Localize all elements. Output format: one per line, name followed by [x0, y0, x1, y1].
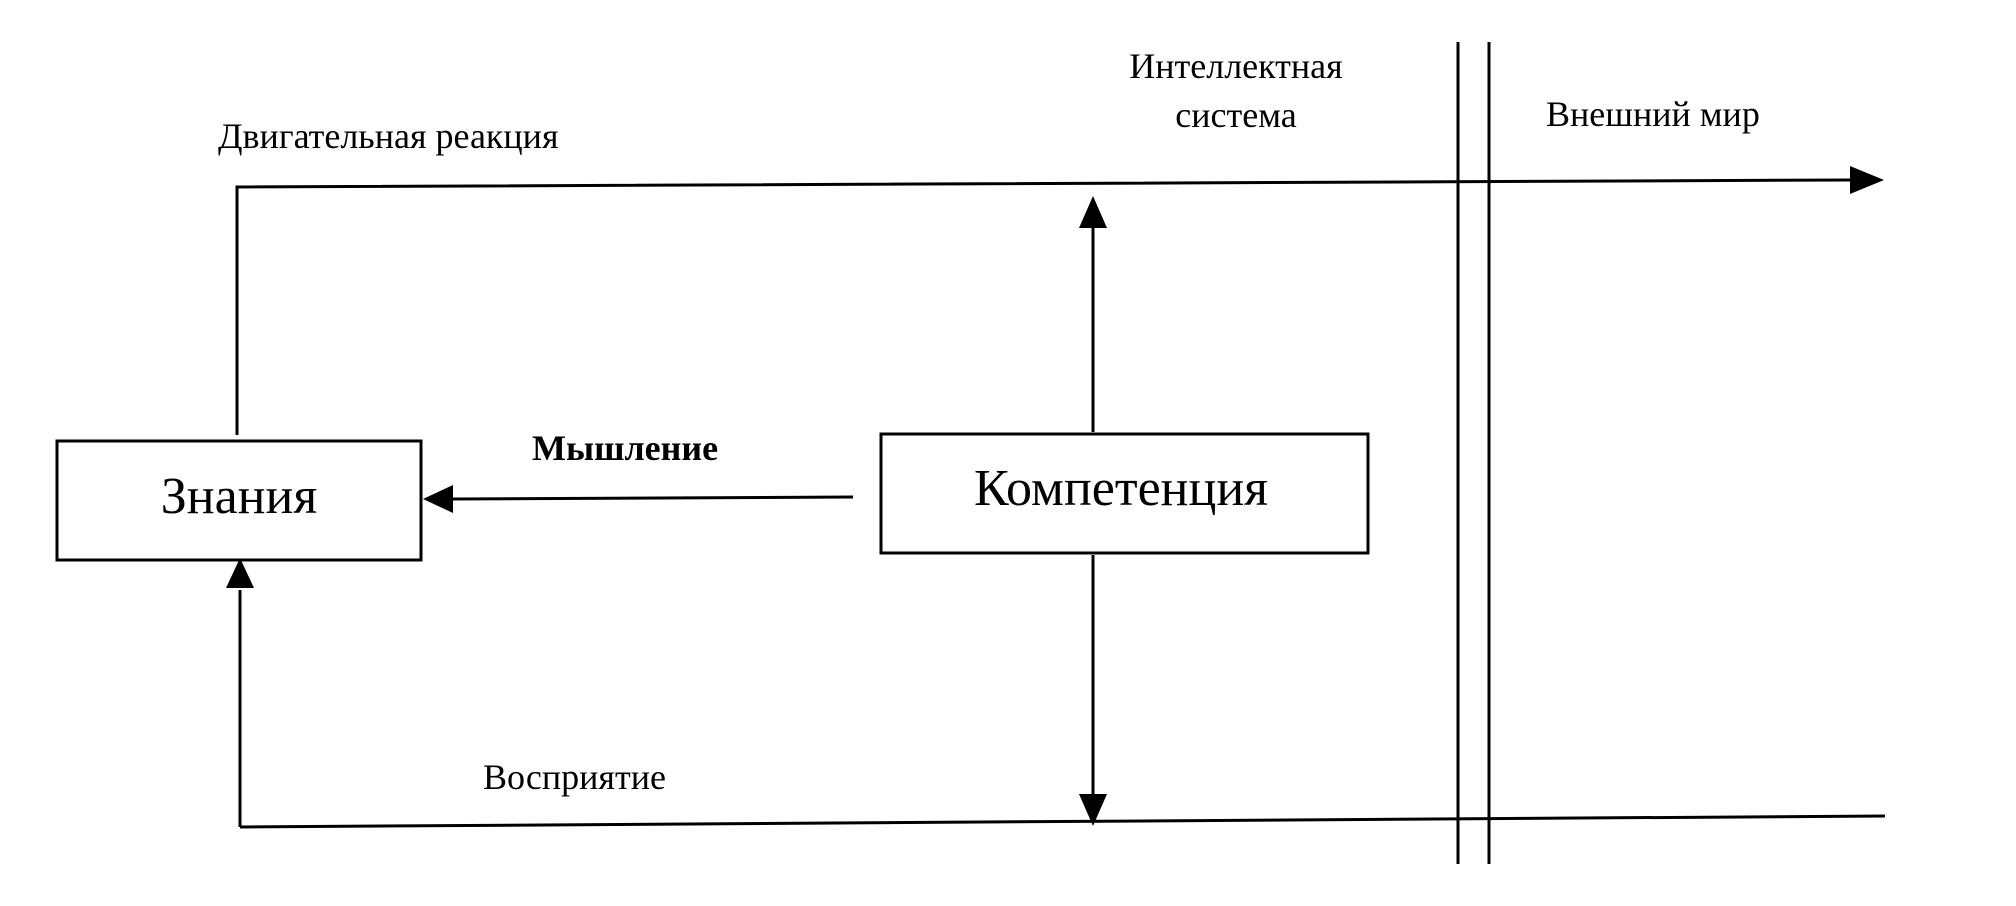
perception-arrowhead — [226, 558, 254, 588]
thinking-arrowhead — [423, 485, 453, 513]
outer-world-label: Внешний мир — [1546, 94, 1760, 134]
motor-reaction-arrowhead — [1850, 166, 1884, 194]
perception-bottom-line — [239, 814, 1886, 829]
competence-box — [879, 432, 1370, 555]
intelligent-system-label-line1: Интеллектная — [1129, 46, 1342, 86]
knowledge-box-label: Знания — [161, 468, 318, 525]
competence-up-arrowhead — [1079, 196, 1107, 228]
competence-down-arrowhead — [1079, 794, 1107, 826]
motor-reaction-label: Двигательная реакция — [218, 116, 559, 156]
intelligent-system-label-line2: система — [1175, 95, 1296, 135]
motor-reaction-line — [235, 178, 1851, 435]
thinking-label: Мышление — [532, 428, 718, 468]
knowledge-box — [55, 439, 423, 562]
thinking-line — [451, 495, 854, 501]
perception-label: Восприятие — [483, 757, 666, 797]
competence-box-label: Компетенция — [974, 460, 1268, 517]
